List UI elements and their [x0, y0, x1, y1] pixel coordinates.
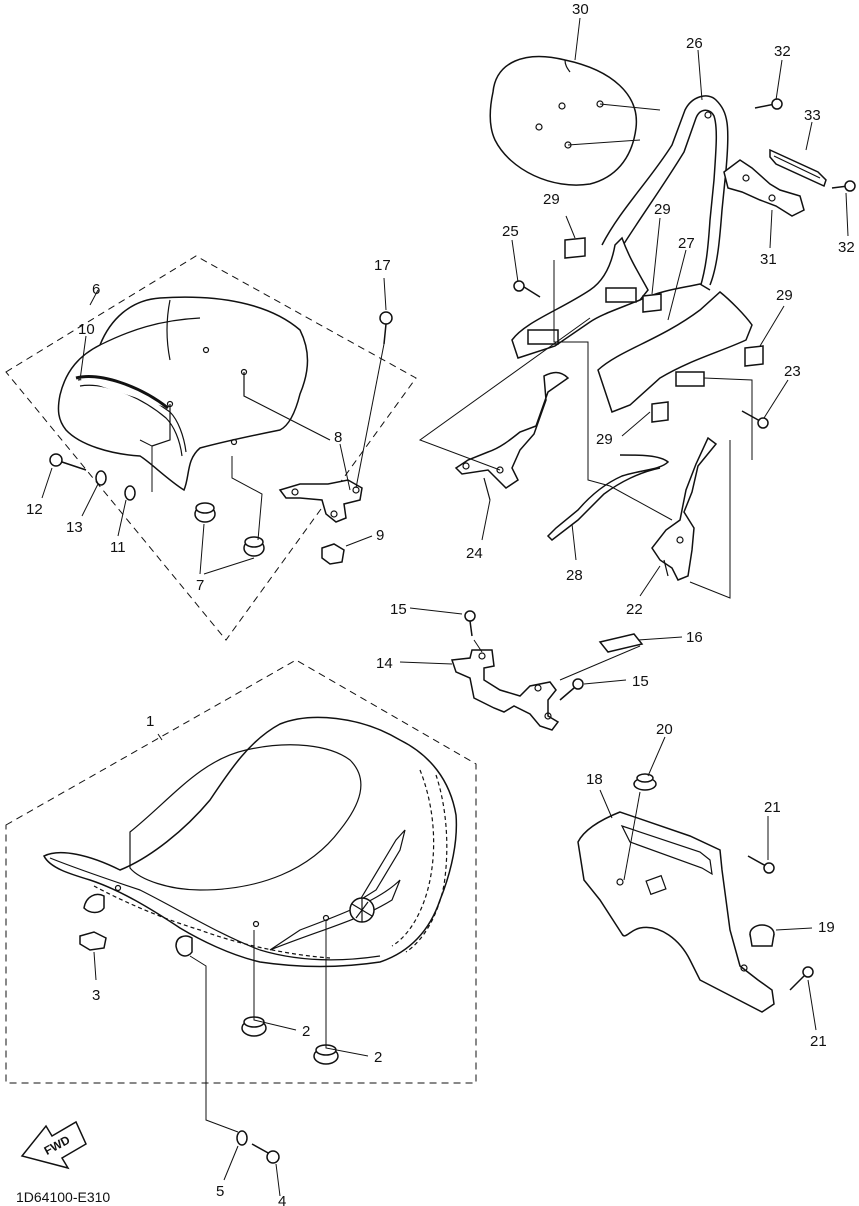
callout-12: 12 [26, 501, 43, 518]
callout-26: 26 [686, 35, 703, 52]
bolt-21-upper [747, 855, 775, 874]
callout-20: 20 [656, 721, 673, 738]
bracket-14 [450, 649, 560, 731]
damper-2a [241, 1016, 267, 1037]
callout-24: 24 [466, 545, 483, 562]
leader-lines [41, 17, 849, 1197]
callout-29: 29 [776, 287, 793, 304]
callout-29: 29 [596, 431, 613, 448]
pad-16 [598, 633, 644, 653]
washer-11 [124, 485, 136, 501]
backrest-bracket [723, 159, 805, 217]
clip-29-b [642, 293, 662, 313]
left-side-plate [511, 236, 649, 359]
callout-labels: 30 26 32 33 32 31 29 29 25 27 29 23 29 1… [26, 1, 855, 1206]
callout-16: 16 [686, 629, 703, 646]
rider-seat-group-outline [5, 255, 417, 641]
damper-7b [243, 536, 265, 557]
callout-19: 19 [818, 919, 835, 936]
nut-9 [321, 543, 345, 565]
callout-6: 6 [92, 281, 100, 298]
damper-3 [79, 931, 107, 951]
callout-21: 21 [810, 1033, 827, 1050]
rider-seat [57, 296, 331, 492]
callout-2: 2 [374, 1049, 382, 1066]
callout-32: 32 [774, 43, 791, 60]
bolt-15-top [464, 610, 476, 637]
callout-33: 33 [804, 107, 821, 124]
callout-25: 25 [502, 223, 519, 240]
callout-11: 11 [110, 539, 126, 556]
lever-28 [546, 454, 670, 541]
callout-29: 29 [543, 191, 560, 208]
callout-17: 17 [374, 257, 391, 274]
latch-24 [454, 371, 570, 501]
rubber-19 [749, 924, 775, 947]
panel-18 [577, 811, 775, 1013]
grip-strip [769, 148, 827, 188]
bolt-23 [741, 410, 769, 429]
bolt-17 [379, 311, 393, 345]
bolt-21-lower [789, 966, 814, 991]
backrest-frame [601, 95, 729, 289]
washer-5 [236, 1130, 248, 1146]
washer-13 [95, 470, 107, 486]
callout-14: 14 [376, 655, 393, 672]
callout-8: 8 [334, 429, 342, 446]
bolt-15-right [559, 678, 584, 701]
callout-9: 9 [376, 527, 384, 544]
bolt-32-right [831, 180, 856, 192]
callout-18: 18 [586, 771, 603, 788]
callout-28: 28 [566, 567, 583, 584]
callout-27: 27 [678, 235, 695, 252]
callout-7: 7 [196, 577, 204, 594]
bolt-32-top [754, 98, 783, 110]
callout-5: 5 [216, 1183, 224, 1200]
fwd-arrow: FWD [20, 1120, 87, 1170]
damper-2b [313, 1044, 339, 1065]
callout-22: 22 [626, 601, 643, 618]
damper-7a [194, 502, 216, 523]
callout-23: 23 [784, 363, 801, 380]
callout-30: 30 [572, 1, 589, 18]
clip-29-a [564, 237, 586, 259]
grommet-20 [633, 773, 657, 791]
callout-1: 1 [146, 713, 154, 730]
callout-15: 15 [632, 673, 649, 690]
callout-31: 31 [760, 251, 777, 268]
callout-2: 2 [302, 1023, 310, 1040]
drawing-code: 1D64100-E310 [16, 1189, 110, 1205]
trim-10 [75, 375, 169, 410]
clip-29-c [744, 345, 764, 367]
bolt-4 [251, 1143, 280, 1164]
bolt-25 [513, 280, 541, 298]
bolt-12 [49, 453, 87, 471]
callout-32: 32 [838, 239, 855, 256]
main-seat [42, 716, 458, 968]
latch-22 [651, 436, 718, 581]
callout-13: 13 [66, 519, 83, 536]
clip-29-d [651, 401, 669, 423]
callout-4: 4 [278, 1193, 286, 1206]
callout-29: 29 [654, 201, 671, 218]
callout-3: 3 [92, 987, 100, 1004]
main-seat-group-outline [5, 659, 477, 1084]
callout-10: 10 [78, 321, 95, 338]
callout-15: 15 [390, 601, 407, 618]
callout-21: 21 [764, 799, 781, 816]
bracket-8 [278, 479, 363, 523]
backrest-pad [489, 55, 661, 186]
